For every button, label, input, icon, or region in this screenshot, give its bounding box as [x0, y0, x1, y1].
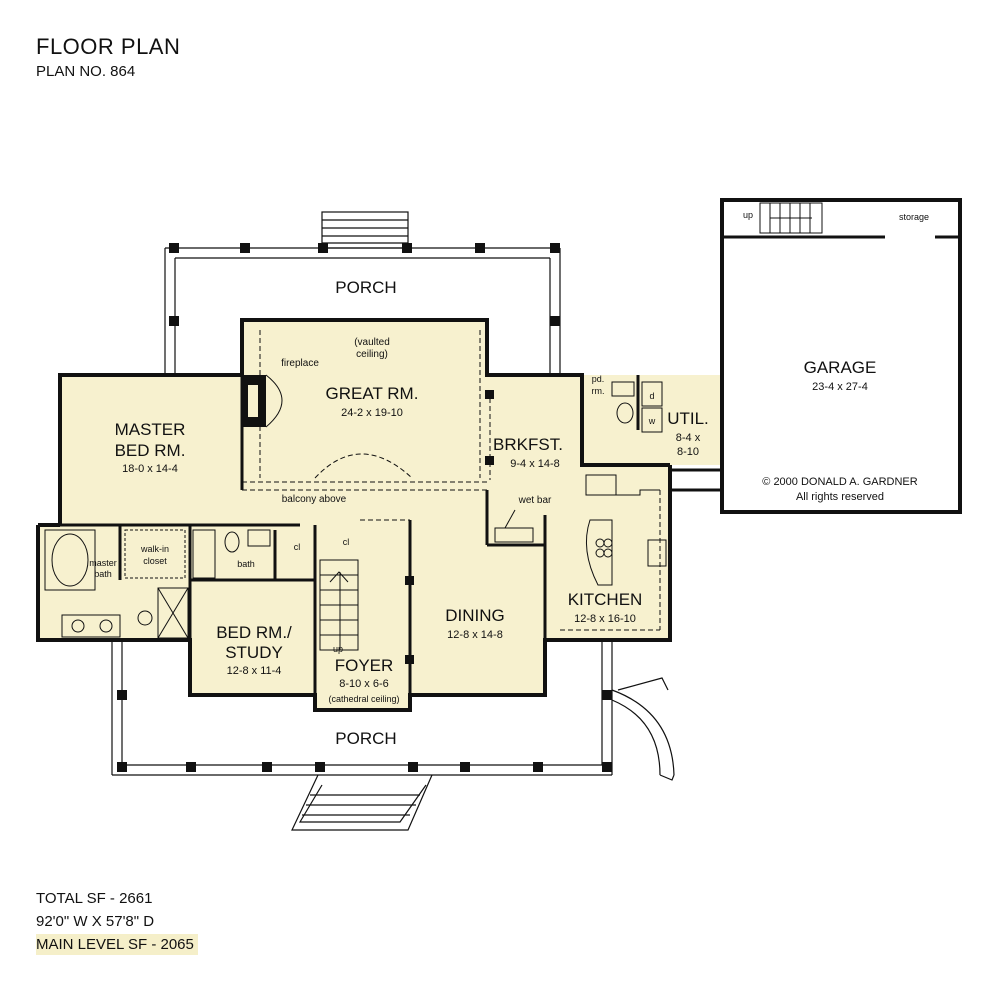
plan-title: FLOOR PLAN: [36, 34, 181, 59]
garage-walls: [670, 198, 962, 514]
util-label: UTIL.: [667, 409, 709, 428]
garage-label: GARAGE: [804, 358, 877, 377]
main-level-sf: MAIN LEVEL SF - 2065: [36, 934, 198, 955]
pd-rm-label-1: pd.: [592, 374, 605, 384]
dashed-lines: [242, 330, 661, 690]
washer-label: w: [648, 416, 656, 426]
staircase: [319, 559, 359, 651]
vaulted-label-2: ceiling): [356, 349, 388, 360]
study-label-1: BED RM./: [216, 623, 292, 642]
overall-dimensions: 92'0" W X 57'8" D: [36, 913, 155, 930]
floor-fills: [38, 320, 724, 710]
rear-porch: [164, 211, 561, 375]
garage-stairs: [759, 202, 823, 234]
garage-size: 23-4 x 27-4: [812, 381, 868, 393]
copyright-line-1: © 2000 DONALD A. GARDNER: [762, 476, 917, 488]
room-labels: PORCH (vaulted ceiling) fireplace GREAT …: [89, 210, 929, 748]
great-room-label: GREAT RM.: [326, 384, 419, 403]
rear-porch-posts: [169, 243, 560, 326]
master-size: 18-0 x 14-4: [122, 463, 178, 475]
util-size-2: 8-10: [677, 446, 699, 458]
plan-number: PLAN NO. 864: [36, 63, 136, 80]
pd-rm-label-2: rm.: [592, 386, 605, 396]
fireplace-symbol: [242, 374, 283, 428]
master-bath-label-2: bath: [94, 569, 112, 579]
bath-fixtures: [44, 381, 663, 639]
brkfst-size: 9-4 x 14-8: [510, 458, 560, 470]
master-bath-label-1: master: [89, 558, 117, 568]
porch-rear-label: PORCH: [335, 278, 396, 297]
porch-front-label: PORCH: [335, 729, 396, 748]
study-size: 12-8 x 11-4: [227, 665, 282, 677]
great-room-size: 24-2 x 19-10: [341, 407, 403, 419]
copyright-line-2: All rights reserved: [796, 491, 884, 503]
closet-label-1: cl: [294, 542, 301, 552]
bath-label: bath: [237, 559, 255, 569]
closet-label-2: cl: [343, 537, 350, 547]
kitchen-fixtures: [494, 474, 667, 586]
walk-in-label-1: walk-in: [140, 544, 169, 554]
master-label-2: BED RM.: [115, 441, 186, 460]
study-label-2: STUDY: [225, 643, 283, 662]
foyer-label: FOYER: [335, 656, 394, 675]
master-label-1: MASTER: [115, 420, 186, 439]
dryer-label: d: [649, 391, 654, 401]
wet-bar-label: wet bar: [518, 495, 552, 506]
kitchen-size: 12-8 x 16-10: [574, 613, 636, 625]
brkfst-label: BRKFST.: [493, 435, 563, 454]
stair-up-label: up: [333, 644, 343, 654]
interior-posts: [405, 390, 494, 664]
garage-storage-label: storage: [899, 212, 929, 222]
dining-label: DINING: [445, 606, 505, 625]
kitchen-label: KITCHEN: [568, 590, 643, 609]
garage-up-label: up: [743, 210, 753, 220]
fireplace-label: fireplace: [281, 358, 319, 369]
vaulted-label-1: (vaulted: [354, 337, 390, 348]
front-porch: [111, 640, 675, 831]
total-sf: TOTAL SF - 2661: [36, 890, 153, 907]
front-porch-posts: [117, 690, 612, 772]
walk-in-label-2: closet: [143, 556, 167, 566]
util-size-1: 8-4 x: [676, 432, 701, 444]
balcony-label: balcony above: [282, 494, 347, 505]
dining-size: 12-8 x 14-8: [447, 629, 503, 641]
foyer-size: 8-10 x 6-6: [339, 678, 389, 690]
foyer-note: (cathedral ceiling): [328, 694, 399, 704]
